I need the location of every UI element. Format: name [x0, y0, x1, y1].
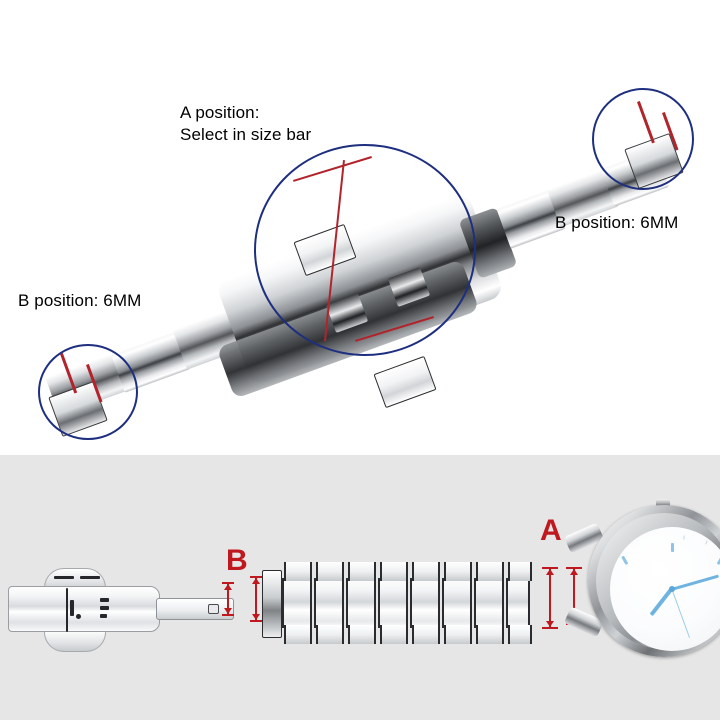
bracelet-side-link-top	[476, 562, 504, 581]
watch-minute-hand	[671, 574, 719, 591]
clasp-hinge-mark-1	[54, 576, 74, 579]
bracelet-side-link-bottom	[380, 625, 408, 644]
wristwatch-illustration	[563, 499, 720, 665]
clasp-body	[8, 586, 160, 632]
highlight-circle-top-right-endlink	[592, 88, 694, 190]
bracelet-side-link-top	[348, 562, 376, 581]
bracelet-side-link-top	[412, 562, 440, 581]
bracelet-center-link	[346, 578, 376, 628]
clasp-detail-bracket-2	[100, 606, 109, 610]
bracelet-side-link-top	[444, 562, 472, 581]
bracelet-side-link-bottom	[444, 625, 472, 644]
dial-minute-tick	[615, 549, 619, 554]
dial-minute-tick	[682, 535, 685, 540]
bracelet-side-link-top	[316, 562, 344, 581]
b-position-left-label: B position: 6MM	[18, 291, 142, 310]
dial-marker	[620, 555, 628, 565]
highlight-circle-clasp	[254, 144, 476, 356]
bracelet-side-link-bottom	[284, 625, 312, 644]
watch-dial	[610, 527, 720, 651]
bracelet-side-link-top	[284, 562, 312, 581]
clasp-hinge-mark-2	[80, 576, 100, 579]
bracelet-side-link-top	[508, 562, 532, 581]
watch-second-hand	[671, 588, 691, 639]
bracelet-center-link	[282, 578, 312, 628]
steel-bracelet-illustration	[262, 562, 532, 644]
dial-marker	[670, 543, 674, 552]
bracelet-center-link	[410, 578, 440, 628]
clasp-detail-hook	[70, 600, 74, 616]
folding-clasp-illustration	[8, 568, 248, 652]
b-position-right-label: B position: 6MM	[555, 213, 679, 232]
bracelet-side-link-bottom	[316, 625, 344, 644]
bracelet-center-link	[314, 578, 344, 628]
dimension-letter-a: A	[540, 514, 562, 547]
dimension-arrow-a-left	[542, 567, 558, 629]
bracelet-side-link-top	[380, 562, 408, 581]
dimension-arrow-b-left	[222, 582, 234, 616]
bracelet-center-link	[506, 578, 530, 628]
dimension-arrow-b-right	[250, 576, 262, 622]
bracelet-side-link-bottom	[508, 625, 532, 644]
watch-hour-hand	[650, 587, 674, 617]
clasp-detail-dot	[76, 614, 81, 619]
clasp-detail-bracket-1	[100, 598, 109, 602]
clasp-seam-line	[66, 588, 68, 632]
micro-adjust-link-2	[373, 355, 437, 409]
a-position-label: A position: Select in size bar	[180, 103, 312, 144]
top-panel: A position: Select in size bar B positio…	[18, 88, 694, 440]
watch-bezel	[596, 513, 720, 651]
dial-marker	[716, 555, 720, 565]
bracelet-side-link-bottom	[412, 625, 440, 644]
clasp-adjustment-hole	[208, 604, 219, 614]
watch-crown	[656, 499, 670, 510]
dial-minute-tick	[704, 540, 708, 545]
clasp-tongue	[156, 598, 234, 620]
bracelet-end-piece	[262, 570, 282, 638]
watch-case	[588, 505, 720, 657]
bracelet-side-link-bottom	[476, 625, 504, 644]
watch-hand-cap	[669, 586, 675, 592]
bracelet-center-link	[442, 578, 472, 628]
bracelet-center-link	[378, 578, 408, 628]
clasp-wing-bottom	[44, 630, 106, 652]
dimension-letter-b: B	[226, 544, 248, 577]
bracelet-side-link-bottom	[348, 625, 376, 644]
bracelet-center-link	[474, 578, 504, 628]
highlight-circle-bottom-left-endlink	[38, 344, 138, 440]
clasp-detail-bracket-3	[100, 614, 107, 618]
